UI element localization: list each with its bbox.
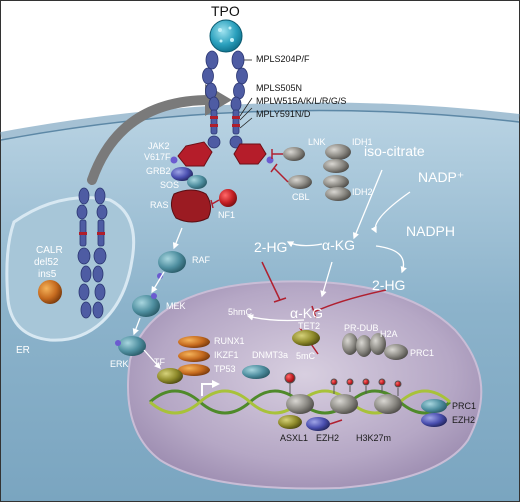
label-nadp: NADP⁺: [418, 169, 465, 185]
label-2hg-left: 2-HG: [254, 239, 288, 255]
raf-protein: [158, 251, 186, 273]
label-2hg-right: 2-HG: [372, 277, 406, 293]
label-v617f: V617F: [144, 152, 171, 162]
label-ikzf1: IKZF1: [214, 350, 239, 360]
label-mutation-s204: MPLS204P/F: [256, 54, 310, 64]
label-er: ER: [16, 345, 30, 356]
nf1-protein: [219, 189, 237, 207]
label-ezh2-bottom: EZH2: [452, 415, 476, 425]
label-idh1: IDH1: [352, 137, 373, 147]
erk-protein: [118, 336, 146, 356]
label-prc1-top: PRC1: [410, 348, 435, 358]
label-dnmt3a: DNMT3a: [252, 350, 289, 360]
label-grb2: GRB2: [146, 166, 171, 176]
label-nf1: NF1: [218, 210, 236, 220]
label-5mc: 5mC: [296, 351, 316, 361]
calr-protein: [38, 280, 62, 304]
label-erk: ERK: [110, 359, 129, 369]
label-mek: MEK: [166, 301, 186, 311]
cbl-protein: [288, 175, 312, 189]
label-del52: del52: [34, 257, 59, 268]
transcription-factors: [157, 336, 210, 384]
prc1-protein-bottom: [421, 399, 447, 413]
label-jak2: JAK2: [148, 141, 170, 151]
idh2-protein: [323, 175, 351, 201]
nucleosomes: [286, 394, 402, 414]
label-prc1-bottom: PRC1: [452, 401, 477, 411]
label-h3k27m: H3K27m: [356, 433, 392, 443]
plasma-membrane: [0, 102, 520, 140]
label-tp53: TP53: [214, 364, 236, 374]
grb2-protein: [171, 167, 193, 181]
label-nadph: NADPH: [406, 223, 456, 239]
label-tet2: TET2: [298, 321, 321, 331]
mpl-receptor: [202, 50, 248, 149]
label-mutation-s505: MPLS505N: [256, 83, 303, 93]
label-sos: SOS: [160, 180, 180, 190]
label-ins5: ins5: [38, 269, 57, 280]
label-cbl: CBL: [292, 192, 310, 202]
asxl1-protein: [278, 415, 302, 429]
ezh2-protein-mid: [306, 417, 330, 431]
label-asxl1: ASXL1: [280, 433, 309, 443]
label-tf: TF: [154, 357, 165, 367]
jak2-proteins: [177, 141, 267, 167]
label-mutation-y591: MPLY591N/D: [256, 109, 311, 119]
nucleus: [127, 280, 483, 490]
label-ras: RAS: [150, 200, 169, 210]
methylation-marks: [284, 372, 402, 396]
prc1-protein-top: [384, 344, 408, 360]
label-lnk: LNK: [308, 137, 326, 147]
ras-protein: [170, 189, 212, 223]
label-akg-cytoplasm: α-KG: [322, 237, 355, 253]
label-tpo: TPO: [211, 3, 240, 19]
tet2-protein: [292, 330, 320, 346]
label-isocitrate: iso-citrate: [364, 143, 425, 159]
label-idh2: IDH2: [352, 187, 373, 197]
ezh2-protein-bottom: [421, 413, 447, 427]
label-h2a: H2A: [380, 329, 398, 339]
label-akg-nucleus: α-KG: [290, 305, 323, 321]
idh1-protein: [323, 144, 351, 173]
label-calr: CALR: [36, 245, 63, 256]
label-5hmc: 5hmC: [228, 307, 253, 317]
sos-protein: [187, 175, 207, 189]
mek-protein: [132, 295, 160, 317]
label-pr-dub: PR-DUB: [344, 323, 379, 333]
label-raf: RAF: [192, 255, 210, 265]
label-runx1: RUNX1: [214, 336, 245, 346]
tpo-ligand: [209, 19, 243, 53]
dnmt3a-protein: [242, 365, 270, 379]
trafficking-arrow: [87, 95, 215, 185]
label-ezh2-mid: EZH2: [316, 433, 340, 443]
lnk-protein: [283, 147, 305, 161]
pr-dub-complex: [342, 333, 386, 357]
label-mutation-w515: MPLW515A/K/L/R/G/S: [256, 96, 347, 106]
